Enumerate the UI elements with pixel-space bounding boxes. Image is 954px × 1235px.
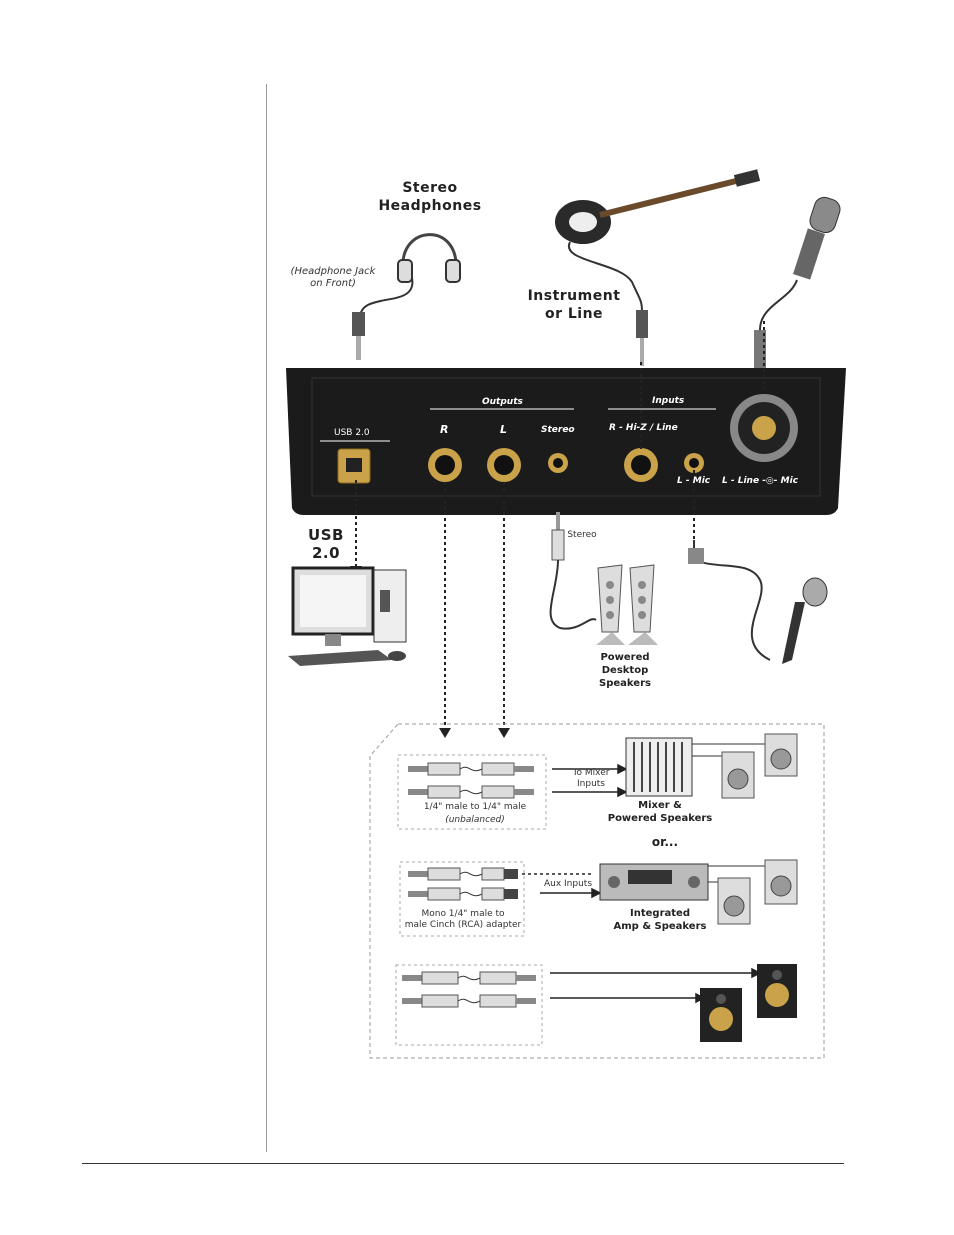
stereo-plug-label: Stereo: [567, 530, 597, 540]
cable-pair-3: [402, 971, 536, 1008]
bass-guitar-icon: [555, 169, 761, 366]
panel-in-r: R - Hi-Z / Line: [609, 423, 678, 433]
or-label: or...: [651, 835, 679, 849]
panel-inputs-label: Inputs: [652, 396, 685, 406]
panel-out-r: R: [440, 423, 449, 436]
panel-in-l-mic: L - Mic: [677, 476, 711, 486]
margin-vertical-rule: [266, 84, 267, 1152]
amp-speakers-icon: [717, 859, 798, 925]
usb-label: USB 2.0: [308, 526, 344, 562]
cable1-sub: (unbalanced): [445, 815, 505, 825]
powered-desktop-label: Powered Desktop Speakers: [599, 652, 651, 689]
panel-out-l: L: [500, 423, 508, 436]
cable-pair-1: [408, 762, 534, 799]
mixer-label: Mixer & Powered Speakers: [607, 800, 713, 824]
to-mixer-label: To Mixer Inputs: [572, 768, 610, 789]
mixer-icon: [625, 737, 766, 797]
aux-inputs-label: Aux Inputs: [543, 879, 593, 889]
studio-mic-icon: [754, 196, 841, 370]
computer-icon: [288, 566, 407, 666]
rear-panel: [286, 368, 846, 515]
footer-rule: [82, 1163, 844, 1164]
headphones-label: Stereo Headphones: [378, 180, 482, 214]
panel-out-stereo: Stereo: [541, 425, 575, 435]
headphones-icon: [352, 233, 461, 360]
instrument-label: Instrument or Line: [527, 288, 621, 322]
amp-label: Integrated Amp & Speakers: [613, 908, 707, 932]
cable-pair-2: [408, 867, 518, 901]
panel-in-combo: L - Line -◎- Mic: [722, 476, 799, 486]
stereo-cable-icon: [549, 512, 597, 630]
studio-monitors-icon: [700, 964, 797, 1042]
desktop-speakers-icon: [596, 564, 658, 645]
panel-outputs-label: Outputs: [482, 397, 523, 407]
connector-lines: [355, 320, 765, 728]
panel-usb-label: USB 2.0: [334, 428, 370, 438]
cable2-desc: Mono 1/4" male to male Cinch (RCA) adapt…: [404, 909, 522, 930]
headphone-jack-note: (Headphone Jack on Front): [290, 266, 376, 289]
amplifier-icon: [599, 863, 766, 901]
handheld-mic-icon: [688, 540, 828, 664]
mixer-speakers-icon: [721, 733, 798, 799]
cable1-desc: 1/4" male to 1/4" male: [423, 802, 527, 812]
